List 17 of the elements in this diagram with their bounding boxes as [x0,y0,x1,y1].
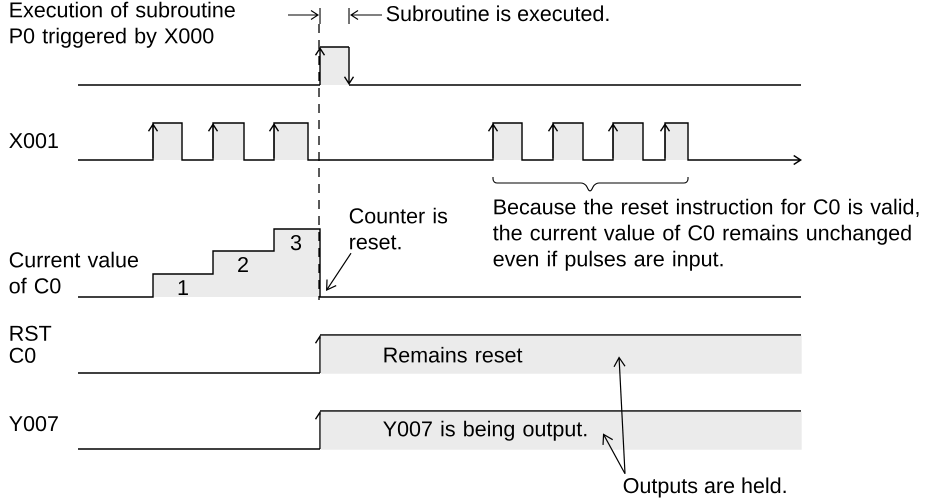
note-text: Because the reset instruction for C0 is valid, the current value of C0 remains unchanged even if pulses are input. [493,198,919,271]
callout-text: Outputs are held. [624,477,786,498]
signal-label: Current value of C0 [10,252,138,294]
signal-band: Y007 is being output. [320,412,802,450]
step-number: 2 [238,257,248,272]
callout-text: Counter is reset. [348,206,458,250]
step-number: 1 [178,280,188,295]
leader-line [326,252,352,291]
annotation-text: Subroutine is executed. [386,5,608,22]
leader-line [602,433,626,474]
step-number: 3 [290,235,302,250]
signal-label: X001 [9,133,58,148]
signal-label: RST C0 [10,326,52,363]
signal-band: Remains reset [320,336,802,374]
signal-label: Execution of subroutine P0 triggered by X000 [10,2,235,48]
signal-label: Y007 [9,416,58,432]
leader-line [614,356,626,474]
